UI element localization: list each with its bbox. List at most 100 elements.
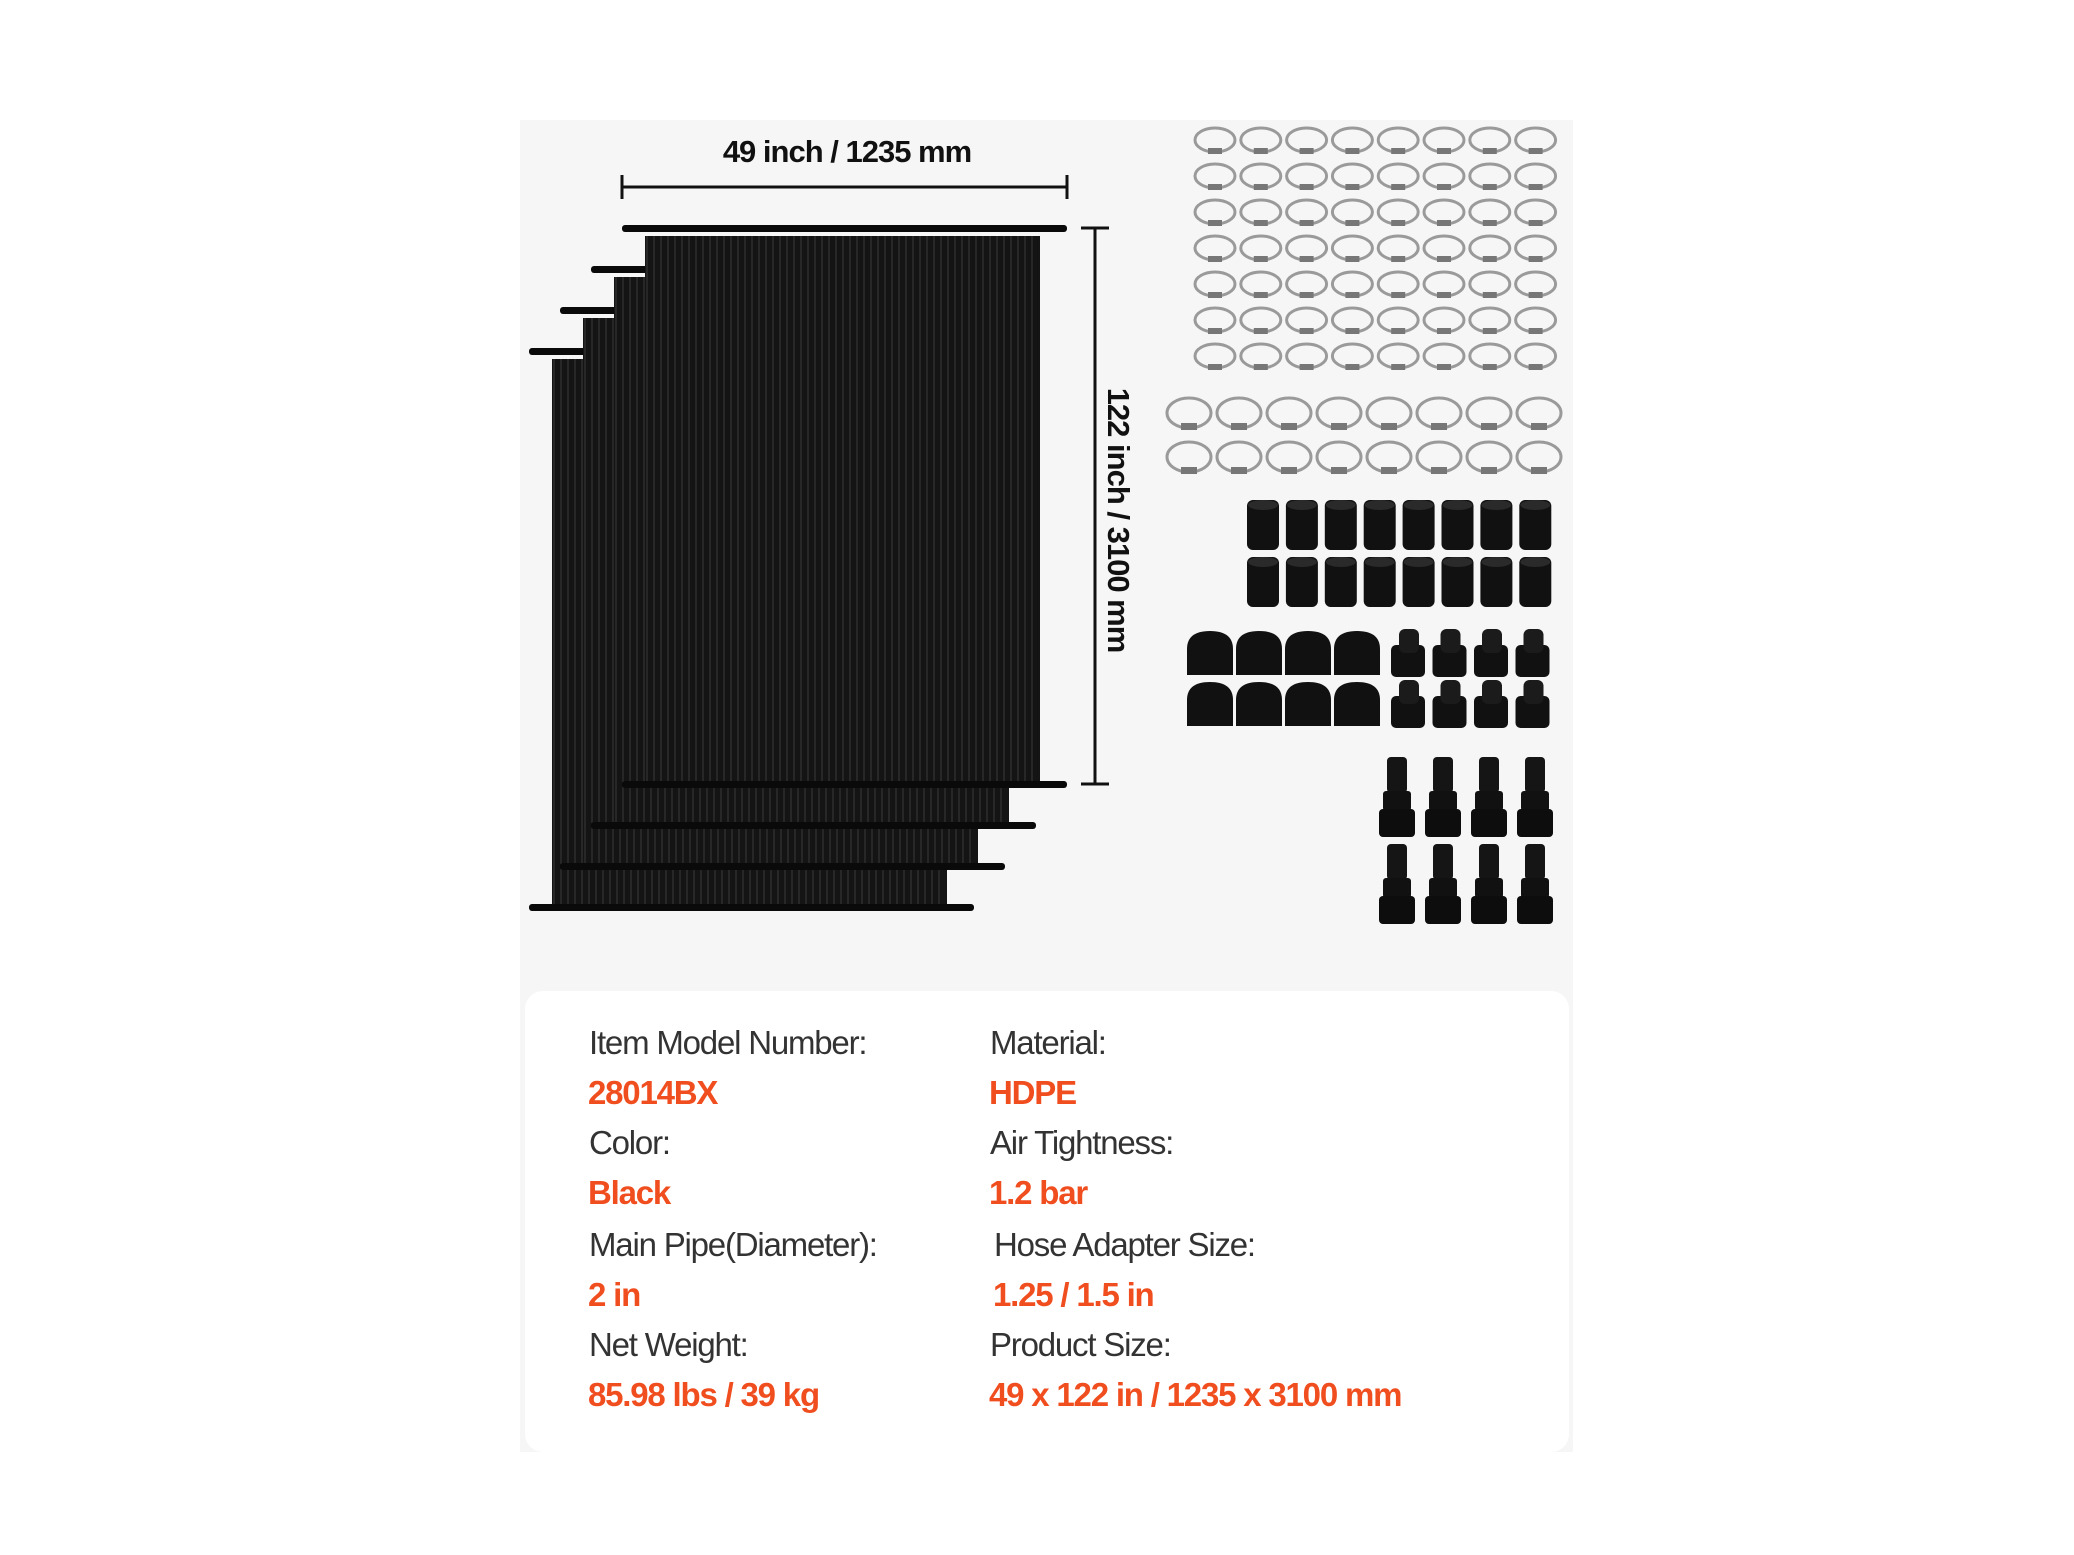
spec-value: 1.2 bar	[989, 1174, 1088, 1211]
clamp-screw	[1381, 423, 1397, 430]
clamp-screw	[1208, 292, 1222, 298]
spec-label: Air Tightness:	[990, 1124, 1174, 1161]
panel-header-pipe	[622, 781, 1067, 788]
coupler-icon	[1285, 557, 1318, 607]
coupler-opening	[1364, 500, 1395, 510]
panel-header-pipe	[591, 822, 1036, 829]
hose-adapter-icon	[1433, 844, 1453, 880]
clamp-screw	[1253, 364, 1268, 370]
hose-adapter-base	[1379, 809, 1415, 837]
hose-adapter-icon	[1479, 844, 1499, 880]
elbow-fitting-top	[1482, 629, 1502, 653]
clamp-screw	[1381, 467, 1397, 474]
hose-adapter-mid	[1429, 791, 1457, 811]
clamp-screw	[1437, 184, 1451, 190]
clamp-screw	[1331, 467, 1347, 474]
clamp-screw	[1345, 220, 1360, 226]
clamp-screw	[1208, 220, 1222, 226]
coupler-icon	[1402, 557, 1435, 607]
clamp-screw	[1482, 292, 1497, 298]
clamp-screw	[1528, 364, 1543, 370]
clamp-screw	[1208, 184, 1222, 190]
hose-adapter-icon	[1387, 844, 1407, 880]
hose-adapter-icon	[1433, 757, 1453, 793]
coupler-opening	[1442, 557, 1473, 567]
elbow-fitting-top	[1399, 680, 1419, 704]
clamp-screw	[1299, 184, 1314, 190]
clamp-screw	[1299, 148, 1314, 154]
clamp-screw	[1528, 148, 1543, 154]
spec-value: 1.25 / 1.5 in	[993, 1276, 1155, 1313]
end-cap-icon	[1187, 682, 1233, 726]
hose-adapter-mid	[1521, 791, 1549, 811]
clamp-screw	[1299, 364, 1314, 370]
hose-adapter-base	[1425, 809, 1461, 837]
clamp-screw	[1481, 467, 1497, 474]
clamp-screw	[1482, 184, 1497, 190]
clamp-screw	[1345, 184, 1360, 190]
clamp-screw	[1391, 184, 1406, 190]
coupler-opening	[1248, 557, 1278, 567]
clamp-screw	[1345, 292, 1360, 298]
clamp-screw	[1208, 328, 1222, 334]
hose-adapter-base	[1471, 896, 1507, 924]
coupler-icon	[1480, 500, 1513, 550]
spec-value: 49 x 122 in / 1235 x 3100 mm	[989, 1376, 1402, 1413]
width-dimension-label: 49 inch / 1235 mm	[722, 134, 972, 169]
end-cap-icon	[1187, 631, 1233, 675]
clamp-screw	[1181, 467, 1197, 474]
spec-label: Net Weight:	[589, 1326, 749, 1363]
hose-adapter-base	[1379, 896, 1415, 924]
elbow-fitting-icon	[1474, 696, 1508, 728]
clamp-screw	[1482, 220, 1497, 226]
clamp-screw	[1437, 256, 1451, 262]
clamp-screw	[1208, 364, 1222, 370]
clamp-screw	[1299, 328, 1314, 334]
coupler-opening	[1325, 500, 1356, 510]
elbow-fitting-top	[1440, 629, 1461, 653]
end-cap-icon	[1285, 631, 1331, 675]
clamp-screw	[1482, 328, 1497, 334]
hose-adapter-base	[1425, 896, 1461, 924]
coupler-icon	[1519, 557, 1552, 607]
spec-value: 28014BX	[588, 1074, 718, 1111]
clamp-screw	[1253, 328, 1268, 334]
coupler-icon	[1519, 500, 1552, 550]
clamp-screw	[1208, 256, 1222, 262]
clamp-screw	[1528, 292, 1543, 298]
clamp-screw	[1437, 148, 1451, 154]
hose-adapter-mid	[1521, 878, 1549, 898]
elbow-fitting-icon	[1432, 696, 1467, 728]
end-cap-icon	[1334, 631, 1380, 675]
coupler-opening	[1286, 500, 1317, 510]
clamp-screw	[1331, 423, 1347, 430]
elbow-fitting-top	[1440, 680, 1461, 704]
clamp-screw	[1528, 184, 1543, 190]
elbow-fitting-icon	[1515, 645, 1550, 677]
coupler-icon	[1285, 500, 1318, 550]
clamp-screw	[1481, 423, 1497, 430]
spec-label: Color:	[589, 1124, 671, 1161]
clamp-screw	[1482, 364, 1497, 370]
clamp-screw	[1345, 256, 1360, 262]
clamp-screw	[1391, 328, 1406, 334]
coupler-icon	[1441, 500, 1474, 550]
panel-header-pipe	[560, 863, 1005, 870]
clamp-screw	[1281, 423, 1297, 430]
coupler-icon	[1363, 557, 1396, 607]
clamp-screw	[1345, 148, 1360, 154]
hose-adapter-icon	[1479, 757, 1499, 793]
coupler-opening	[1403, 557, 1434, 567]
clamp-screw	[1253, 220, 1268, 226]
coupler-icon	[1441, 557, 1474, 607]
clamp-screw	[1531, 467, 1547, 474]
hose-adapter-base	[1471, 809, 1507, 837]
clamp-screw	[1345, 364, 1360, 370]
hose-adapter-mid	[1383, 878, 1411, 898]
elbow-fitting-top	[1523, 680, 1544, 704]
elbow-fitting-icon	[1432, 645, 1467, 677]
elbow-fitting-icon	[1515, 696, 1550, 728]
clamp-screw	[1345, 328, 1360, 334]
hose-adapter-base	[1517, 896, 1553, 924]
